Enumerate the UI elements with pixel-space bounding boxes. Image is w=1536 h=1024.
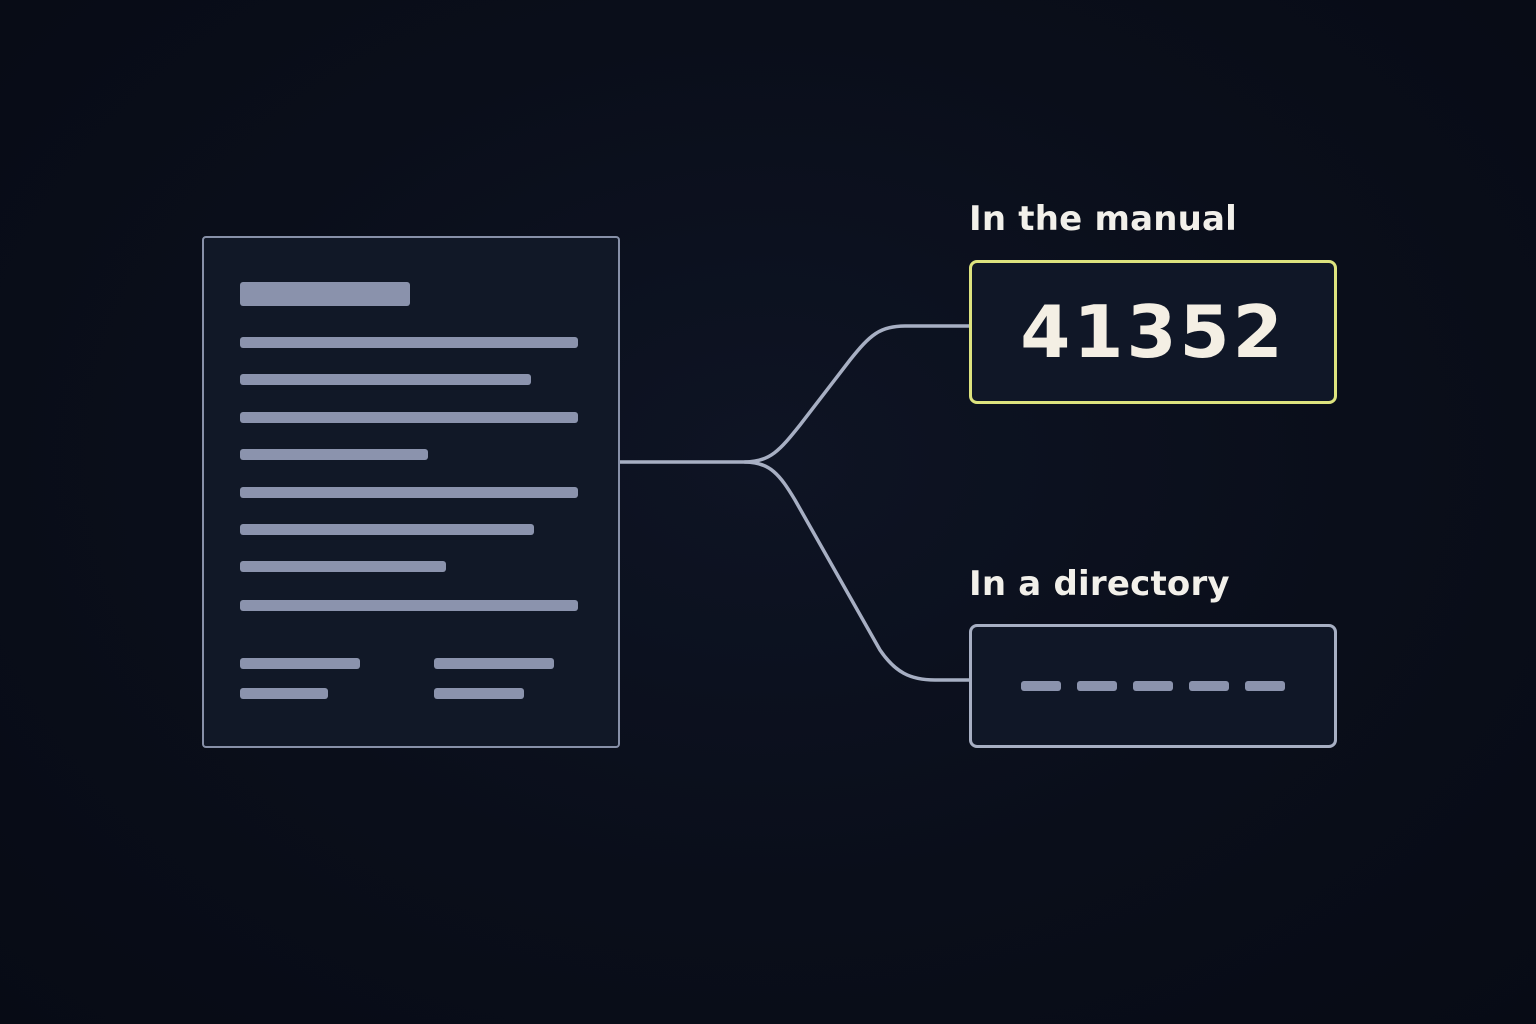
document-footer-line xyxy=(434,658,554,669)
document-text-line xyxy=(240,600,578,611)
label-in-the-manual: In the manual xyxy=(969,199,1238,239)
connector-to-manual xyxy=(618,324,971,464)
document-footer-line xyxy=(240,658,360,669)
manual-number-box: 41352 xyxy=(969,260,1337,404)
placeholder-dash xyxy=(1077,681,1117,691)
document-title-line xyxy=(240,282,410,306)
placeholder-dash xyxy=(1189,681,1229,691)
document-footer-line xyxy=(240,688,328,699)
document-text-line xyxy=(240,412,578,423)
placeholder-dash xyxy=(1133,681,1173,691)
placeholder-dash xyxy=(1021,681,1061,691)
document-text-line xyxy=(240,487,578,498)
label-in-a-directory: In a directory xyxy=(969,564,1230,604)
document-text-line xyxy=(240,561,446,572)
document-text-line xyxy=(240,374,531,385)
manual-number: 41352 xyxy=(1020,290,1286,374)
document-text-line xyxy=(240,337,578,348)
document-text-line xyxy=(240,524,534,535)
placeholder-dash xyxy=(1245,681,1285,691)
document-icon xyxy=(202,236,620,748)
connector-to-directory xyxy=(743,460,971,682)
document-text-line xyxy=(240,449,428,460)
document-footer-line xyxy=(434,688,524,699)
directory-number-box xyxy=(969,624,1337,748)
